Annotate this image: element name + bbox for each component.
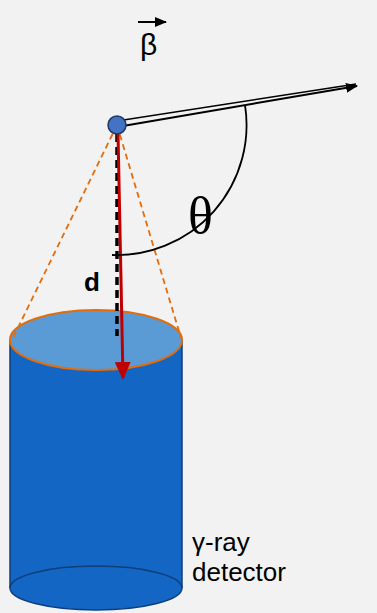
angle-label: θ <box>188 186 213 246</box>
cylinder-edge <box>181 340 183 588</box>
cylinder-body <box>10 340 182 588</box>
distance-label: d <box>84 268 100 298</box>
cylinder-edge <box>9 340 11 588</box>
velocity-vector <box>117 86 357 127</box>
angle-arc <box>112 105 247 255</box>
detector-label: γ-ray detector <box>192 528 322 588</box>
velocity-line <box>117 84 356 121</box>
source-dot <box>108 116 126 134</box>
detector-cylinder <box>10 310 182 610</box>
vector-accent <box>138 21 166 23</box>
cone-line <box>12 125 117 340</box>
cylinder-top <box>10 310 182 370</box>
cylinder-bottom <box>10 566 182 610</box>
vector-label: β <box>140 28 157 63</box>
cone-line <box>117 125 181 338</box>
